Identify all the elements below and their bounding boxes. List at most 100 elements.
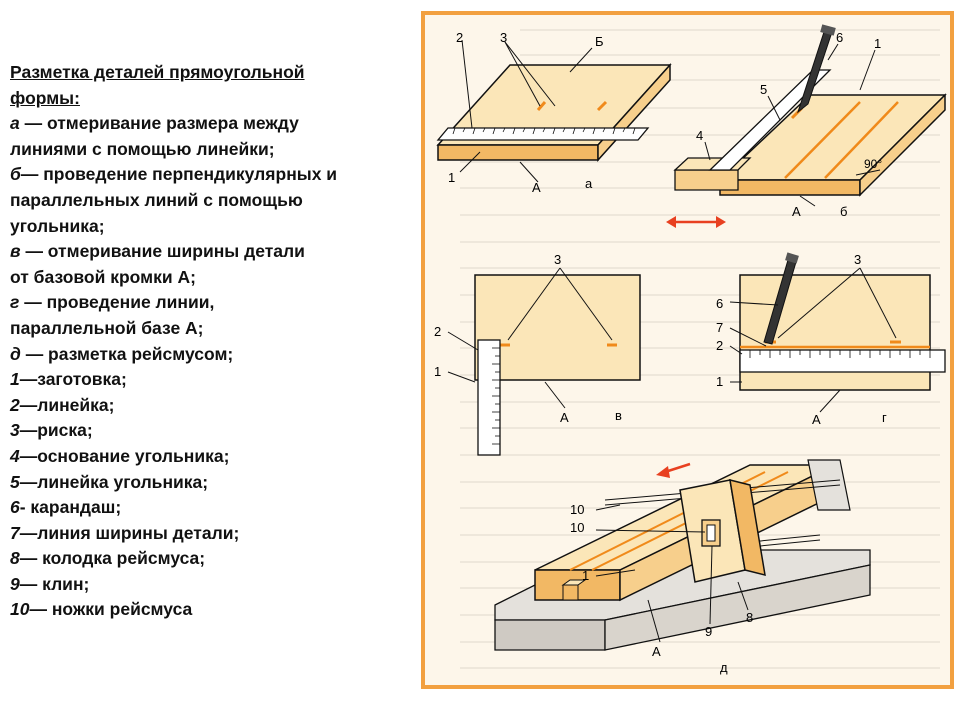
panel-v-label-A: А bbox=[560, 410, 569, 425]
legend-line: параллельной базе А; bbox=[10, 316, 415, 342]
legend-line: от базовой кромки А; bbox=[10, 265, 415, 291]
legend-text: Разметка деталей прямоугольной формы: а … bbox=[10, 60, 415, 623]
panel-a-label-B: Б bbox=[595, 34, 604, 49]
legend-text: —линейка; bbox=[19, 394, 115, 415]
legend-text: — проведение перпендикулярных и bbox=[20, 164, 338, 185]
legend-text: —риска; bbox=[19, 420, 93, 441]
legend-text: — отмеривание размера между bbox=[19, 113, 299, 134]
legend-key: 1 bbox=[10, 369, 20, 390]
legend-key: 10 bbox=[10, 599, 30, 620]
panel-b-label-90-degrees: 90° bbox=[864, 157, 882, 171]
legend-key: б bbox=[10, 164, 21, 185]
panel-a-label-2: 2 bbox=[456, 30, 463, 45]
panel-b-letter: б bbox=[840, 204, 847, 219]
legend-key: д bbox=[10, 343, 21, 364]
panel-d-letter: д bbox=[720, 660, 728, 675]
legend-text: — разметка рейсмусом; bbox=[20, 343, 234, 364]
panel-g-label-7: 7 bbox=[716, 320, 723, 335]
legend-line: б— проведение перпендикулярных и bbox=[10, 162, 415, 188]
legend-text: — отмеривание ширины детали bbox=[20, 241, 305, 262]
legend-line: 10— ножки рейсмуса bbox=[10, 597, 415, 623]
legend-line: угольника; bbox=[10, 214, 415, 240]
legend-text: параллельных линий с помощью bbox=[10, 189, 303, 210]
panel-a: 2 3 Б 1 А а bbox=[436, 30, 672, 195]
legend-title-line-1: Разметка деталей прямоугольной bbox=[10, 62, 305, 82]
illustration-svg: 2 3 Б 1 А а 6 1 5 4 90° А б bbox=[421, 11, 954, 689]
legend-line: 2—линейка; bbox=[10, 393, 415, 419]
panel-b-label-5: 5 bbox=[760, 82, 767, 97]
arrow-right-icon bbox=[716, 216, 726, 228]
panel-d-label-10b: 10 bbox=[570, 520, 584, 535]
legend-line: г — проведение линии, bbox=[10, 290, 415, 316]
legend-line: 9— клин; bbox=[10, 572, 415, 598]
panel-g-letter: г bbox=[882, 410, 887, 425]
panel-g-label-3: 3 bbox=[854, 252, 861, 267]
legend-text: угольника; bbox=[10, 215, 105, 236]
legend-text: —линейка угольника; bbox=[19, 471, 209, 492]
legend-line: 5—линейка угольника; bbox=[10, 470, 415, 496]
legend-key: г bbox=[10, 292, 20, 313]
panel-d-label-1: 1 bbox=[582, 568, 589, 583]
legend-key: 2 bbox=[10, 394, 20, 415]
legend-text: — ножки рейсмуса bbox=[29, 599, 193, 620]
legend-title-line-2: формы: bbox=[10, 87, 80, 108]
panel-d-label-8: 8 bbox=[746, 610, 753, 625]
legend-key: 8 bbox=[10, 548, 20, 569]
legend-key: 9 bbox=[10, 573, 20, 594]
panel-b: 6 1 5 4 90° А б bbox=[666, 24, 947, 228]
legend-key: 5 bbox=[10, 471, 20, 492]
legend-key: 3 bbox=[10, 420, 20, 441]
panel-a-label-A: А bbox=[532, 180, 541, 195]
panel-g-label-2: 2 bbox=[716, 338, 723, 353]
legend-text: — колодка рейсмуса; bbox=[19, 548, 206, 569]
legend-key: в bbox=[10, 241, 21, 262]
legend-key: 4 bbox=[10, 445, 20, 466]
legend-text: линиями с помощью линейки; bbox=[10, 138, 275, 159]
legend-line: 7—линия ширины детали; bbox=[10, 521, 415, 547]
legend-line: линиями с помощью линейки; bbox=[10, 137, 415, 163]
legend-line: 8— колодка рейсмуса; bbox=[10, 546, 415, 572]
arrow-left-icon bbox=[666, 216, 676, 228]
legend-text: — проведение линии, bbox=[19, 292, 215, 313]
legend-line: д — разметка рейсмусом; bbox=[10, 342, 415, 368]
legend-line: в — отмеривание ширины детали bbox=[10, 239, 415, 265]
panel-a-label-3: 3 bbox=[500, 30, 507, 45]
panel-b-label-6: 6 bbox=[836, 30, 843, 45]
panel-v-label-3: 3 bbox=[554, 252, 561, 267]
panel-d-label-9: 9 bbox=[705, 624, 712, 639]
panel-a-letter: а bbox=[585, 176, 593, 191]
panel-g: 3 6 7 2 1 А г bbox=[716, 252, 946, 427]
arrow-icon bbox=[656, 466, 670, 478]
legend-text: от базовой кромки А; bbox=[10, 266, 196, 287]
legend-line: 3—риска; bbox=[10, 418, 415, 444]
panel-a-label-1: 1 bbox=[448, 170, 455, 185]
legend-key: 6 bbox=[10, 497, 20, 518]
legend-line: 1—заготовка; bbox=[10, 367, 415, 393]
marking-illustration: 2 3 Б 1 А а 6 1 5 4 90° А б bbox=[420, 10, 955, 690]
panel-b-label-A: А bbox=[792, 204, 801, 219]
panel-d-direction-arrow bbox=[664, 462, 691, 474]
panel-v-label-2: 2 bbox=[434, 324, 441, 339]
legend-text: —основание угольника; bbox=[19, 445, 230, 466]
panel-g-label-6: 6 bbox=[716, 296, 723, 311]
legend-line: параллельных линий с помощью bbox=[10, 188, 415, 214]
panel-d-label-A: А bbox=[652, 644, 661, 659]
legend-line: 4—основание угольника; bbox=[10, 444, 415, 470]
panel-d-label-10a: 10 bbox=[570, 502, 584, 517]
legend-line: 6- карандаш; bbox=[10, 495, 415, 521]
legend-text: — клин; bbox=[19, 573, 90, 594]
panel-b-label-4: 4 bbox=[696, 128, 703, 143]
legend-line: а — отмеривание размера между bbox=[10, 111, 415, 137]
legend-key: а bbox=[10, 113, 20, 134]
panel-g-label-A: А bbox=[812, 412, 821, 427]
legend-text: - карандаш; bbox=[19, 497, 122, 518]
panel-v-letter: в bbox=[615, 408, 622, 423]
panel-d: 10 10 1 9 8 А д bbox=[494, 459, 871, 675]
panel-g-label-1: 1 bbox=[716, 374, 723, 389]
panel-b-label-1: 1 bbox=[874, 36, 881, 51]
legend-key: 7 bbox=[10, 522, 20, 543]
legend-text: параллельной базе А; bbox=[10, 317, 204, 338]
panel-v-label-1: 1 bbox=[434, 364, 441, 379]
legend-text: —заготовка; bbox=[19, 369, 127, 390]
